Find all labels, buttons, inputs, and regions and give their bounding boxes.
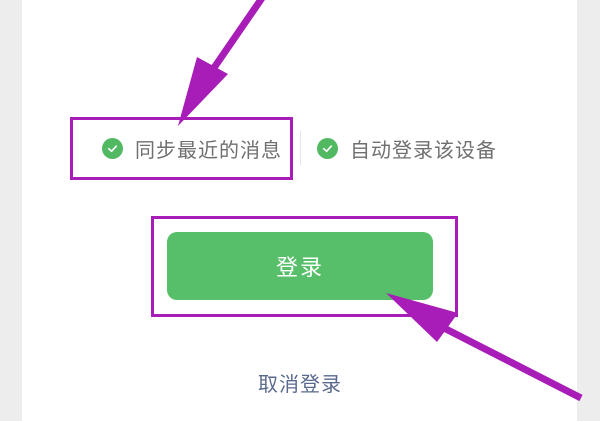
check-circle-icon[interactable]	[102, 137, 123, 159]
auto-login-device-label: 自动登录该设备	[350, 137, 497, 162]
check-circle-icon[interactable]	[317, 137, 338, 159]
login-options: 同步最近的消息 自动登录该设备	[0, 126, 600, 170]
sync-recent-messages-option[interactable]: 同步最近的消息	[102, 126, 282, 170]
login-button[interactable]: 登录	[167, 232, 433, 300]
auto-login-device-option[interactable]: 自动登录该设备	[317, 126, 497, 170]
options-divider	[300, 131, 301, 165]
sync-recent-messages-label: 同步最近的消息	[135, 137, 282, 162]
login-button-label: 登录	[275, 255, 324, 280]
cancel-login-link[interactable]: 取消登录	[258, 372, 342, 396]
login-confirm-panel	[22, 0, 577, 421]
